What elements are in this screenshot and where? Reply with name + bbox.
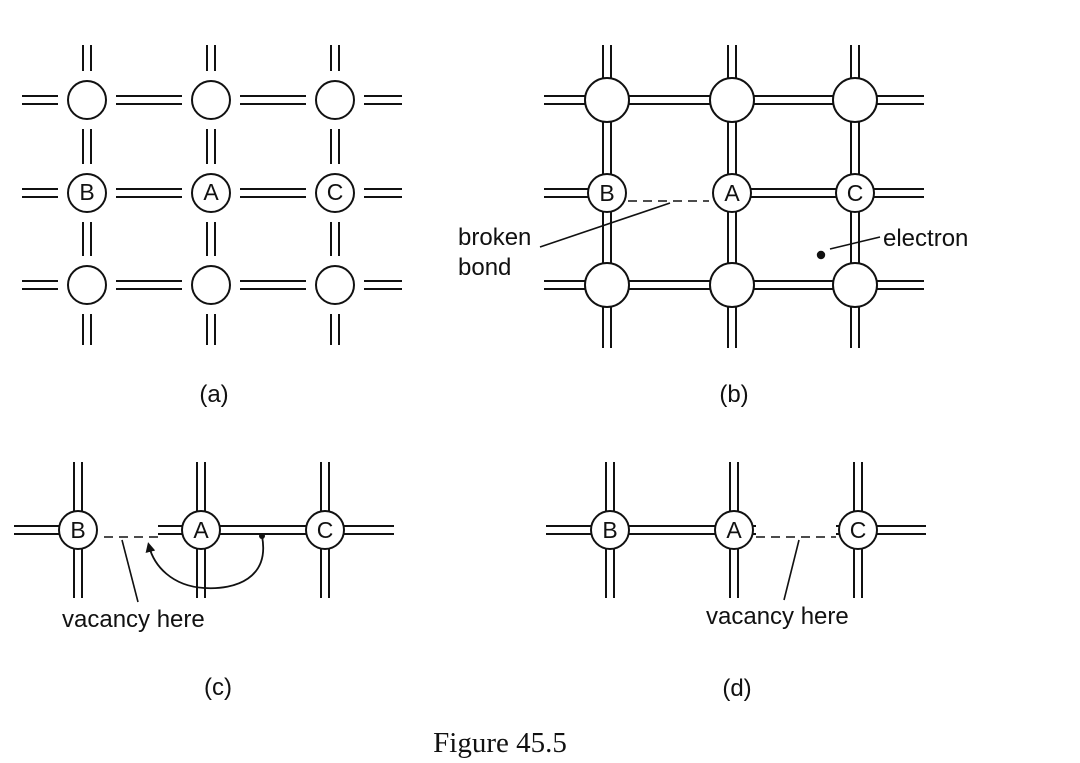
electron-leader: [829, 236, 881, 250]
atom: [584, 77, 630, 123]
atom-label-c: C: [850, 517, 867, 543]
atom: [709, 262, 755, 308]
atom: [832, 77, 878, 123]
panel-label-c: (c): [204, 674, 232, 701]
panel-label-a: (a): [199, 381, 228, 408]
atom: [835, 173, 875, 213]
atom: [67, 173, 107, 213]
atom-label-a: A: [203, 179, 219, 205]
atom: [709, 77, 755, 123]
panel-a-atoms: [67, 80, 355, 305]
panel-b: B A C broken bond electron (b): [458, 45, 968, 408]
atom: [181, 510, 221, 550]
broken-bond-label-line1: broken: [458, 224, 531, 251]
panel-a-bonds: [22, 45, 402, 345]
atom-label-b: B: [79, 179, 94, 205]
vacancy-leader: [121, 539, 139, 603]
atom: [315, 173, 355, 213]
broken-bond-leader: [539, 202, 671, 248]
atom: [590, 510, 630, 550]
panel-d: B A C vacancy here (d): [546, 462, 926, 702]
atom: [587, 173, 627, 213]
atom-label-c: C: [317, 517, 334, 543]
panel-label-d: (d): [722, 675, 751, 702]
panel-label-b: (b): [719, 381, 748, 408]
electron-hop-arrow: [145, 535, 265, 590]
atom-label-c: C: [847, 180, 864, 206]
vacancy-label: vacancy here: [62, 606, 205, 633]
atom: [191, 80, 231, 120]
atom: [712, 173, 752, 213]
atom-label-b: B: [70, 517, 85, 543]
atom: [832, 262, 878, 308]
atom-label-b: B: [599, 180, 614, 206]
panel-c: B A C vacancy here (c): [14, 462, 394, 701]
atom-label-a: A: [193, 517, 209, 543]
atom: [58, 510, 98, 550]
atom-label-a: A: [724, 180, 740, 206]
atom: [67, 80, 107, 120]
vacancy-label: vacancy here: [706, 603, 849, 630]
atom-label-a: A: [726, 517, 742, 543]
atom: [305, 510, 345, 550]
panel-b-atoms: [584, 77, 878, 308]
broken-bond-label-line2: bond: [458, 254, 511, 281]
panel-d-atoms: [590, 510, 878, 550]
atom: [67, 265, 107, 305]
panel-a: B A C (a): [22, 45, 402, 408]
atom: [191, 173, 231, 213]
atom: [584, 262, 630, 308]
atom: [838, 510, 878, 550]
panel-c-atoms: [58, 510, 345, 550]
atom: [315, 80, 355, 120]
atom: [191, 265, 231, 305]
atom-label-c: C: [327, 179, 344, 205]
figure-caption: Figure 45.5: [433, 727, 567, 759]
atom: [714, 510, 754, 550]
atom-label-b: B: [602, 517, 617, 543]
electron-dot: [816, 250, 826, 260]
atom: [315, 265, 355, 305]
vacancy-leader: [783, 539, 800, 601]
electron-label: electron: [883, 225, 968, 252]
